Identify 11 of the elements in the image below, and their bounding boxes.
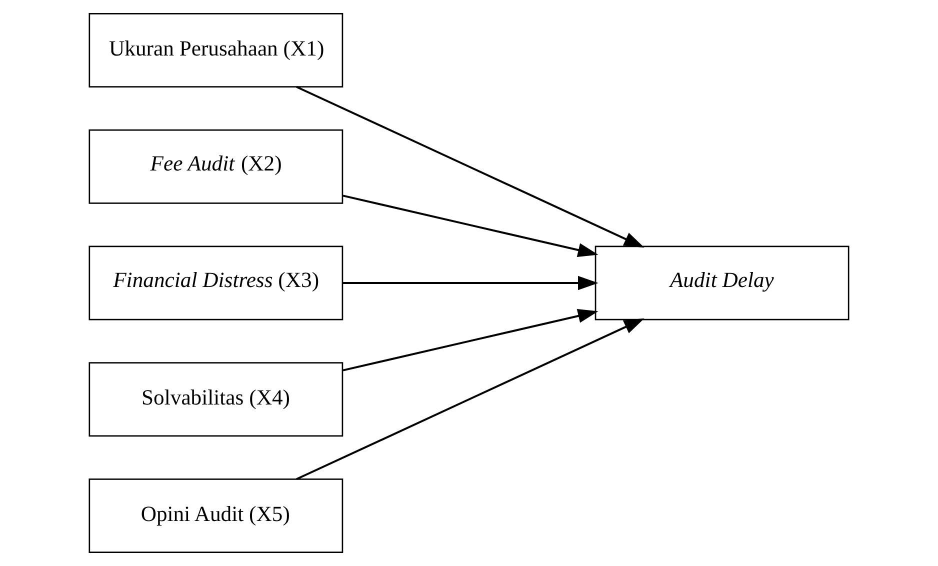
arrow (296, 318, 644, 480)
node-box: Financial Distress (X3) (88, 246, 344, 320)
node-box: Opini Audit (X5) (88, 478, 344, 553)
arrow (296, 86, 644, 248)
node-box: Audit Delay (594, 246, 850, 320)
arrow (342, 194, 598, 258)
node-box: Solvabilitas (X4) (88, 362, 344, 437)
node-box: Ukuran Perusahaan (X1) (88, 13, 344, 88)
node-box: Fee Audit (X2) (88, 129, 344, 204)
arrow (342, 308, 598, 372)
arrow (343, 276, 598, 290)
